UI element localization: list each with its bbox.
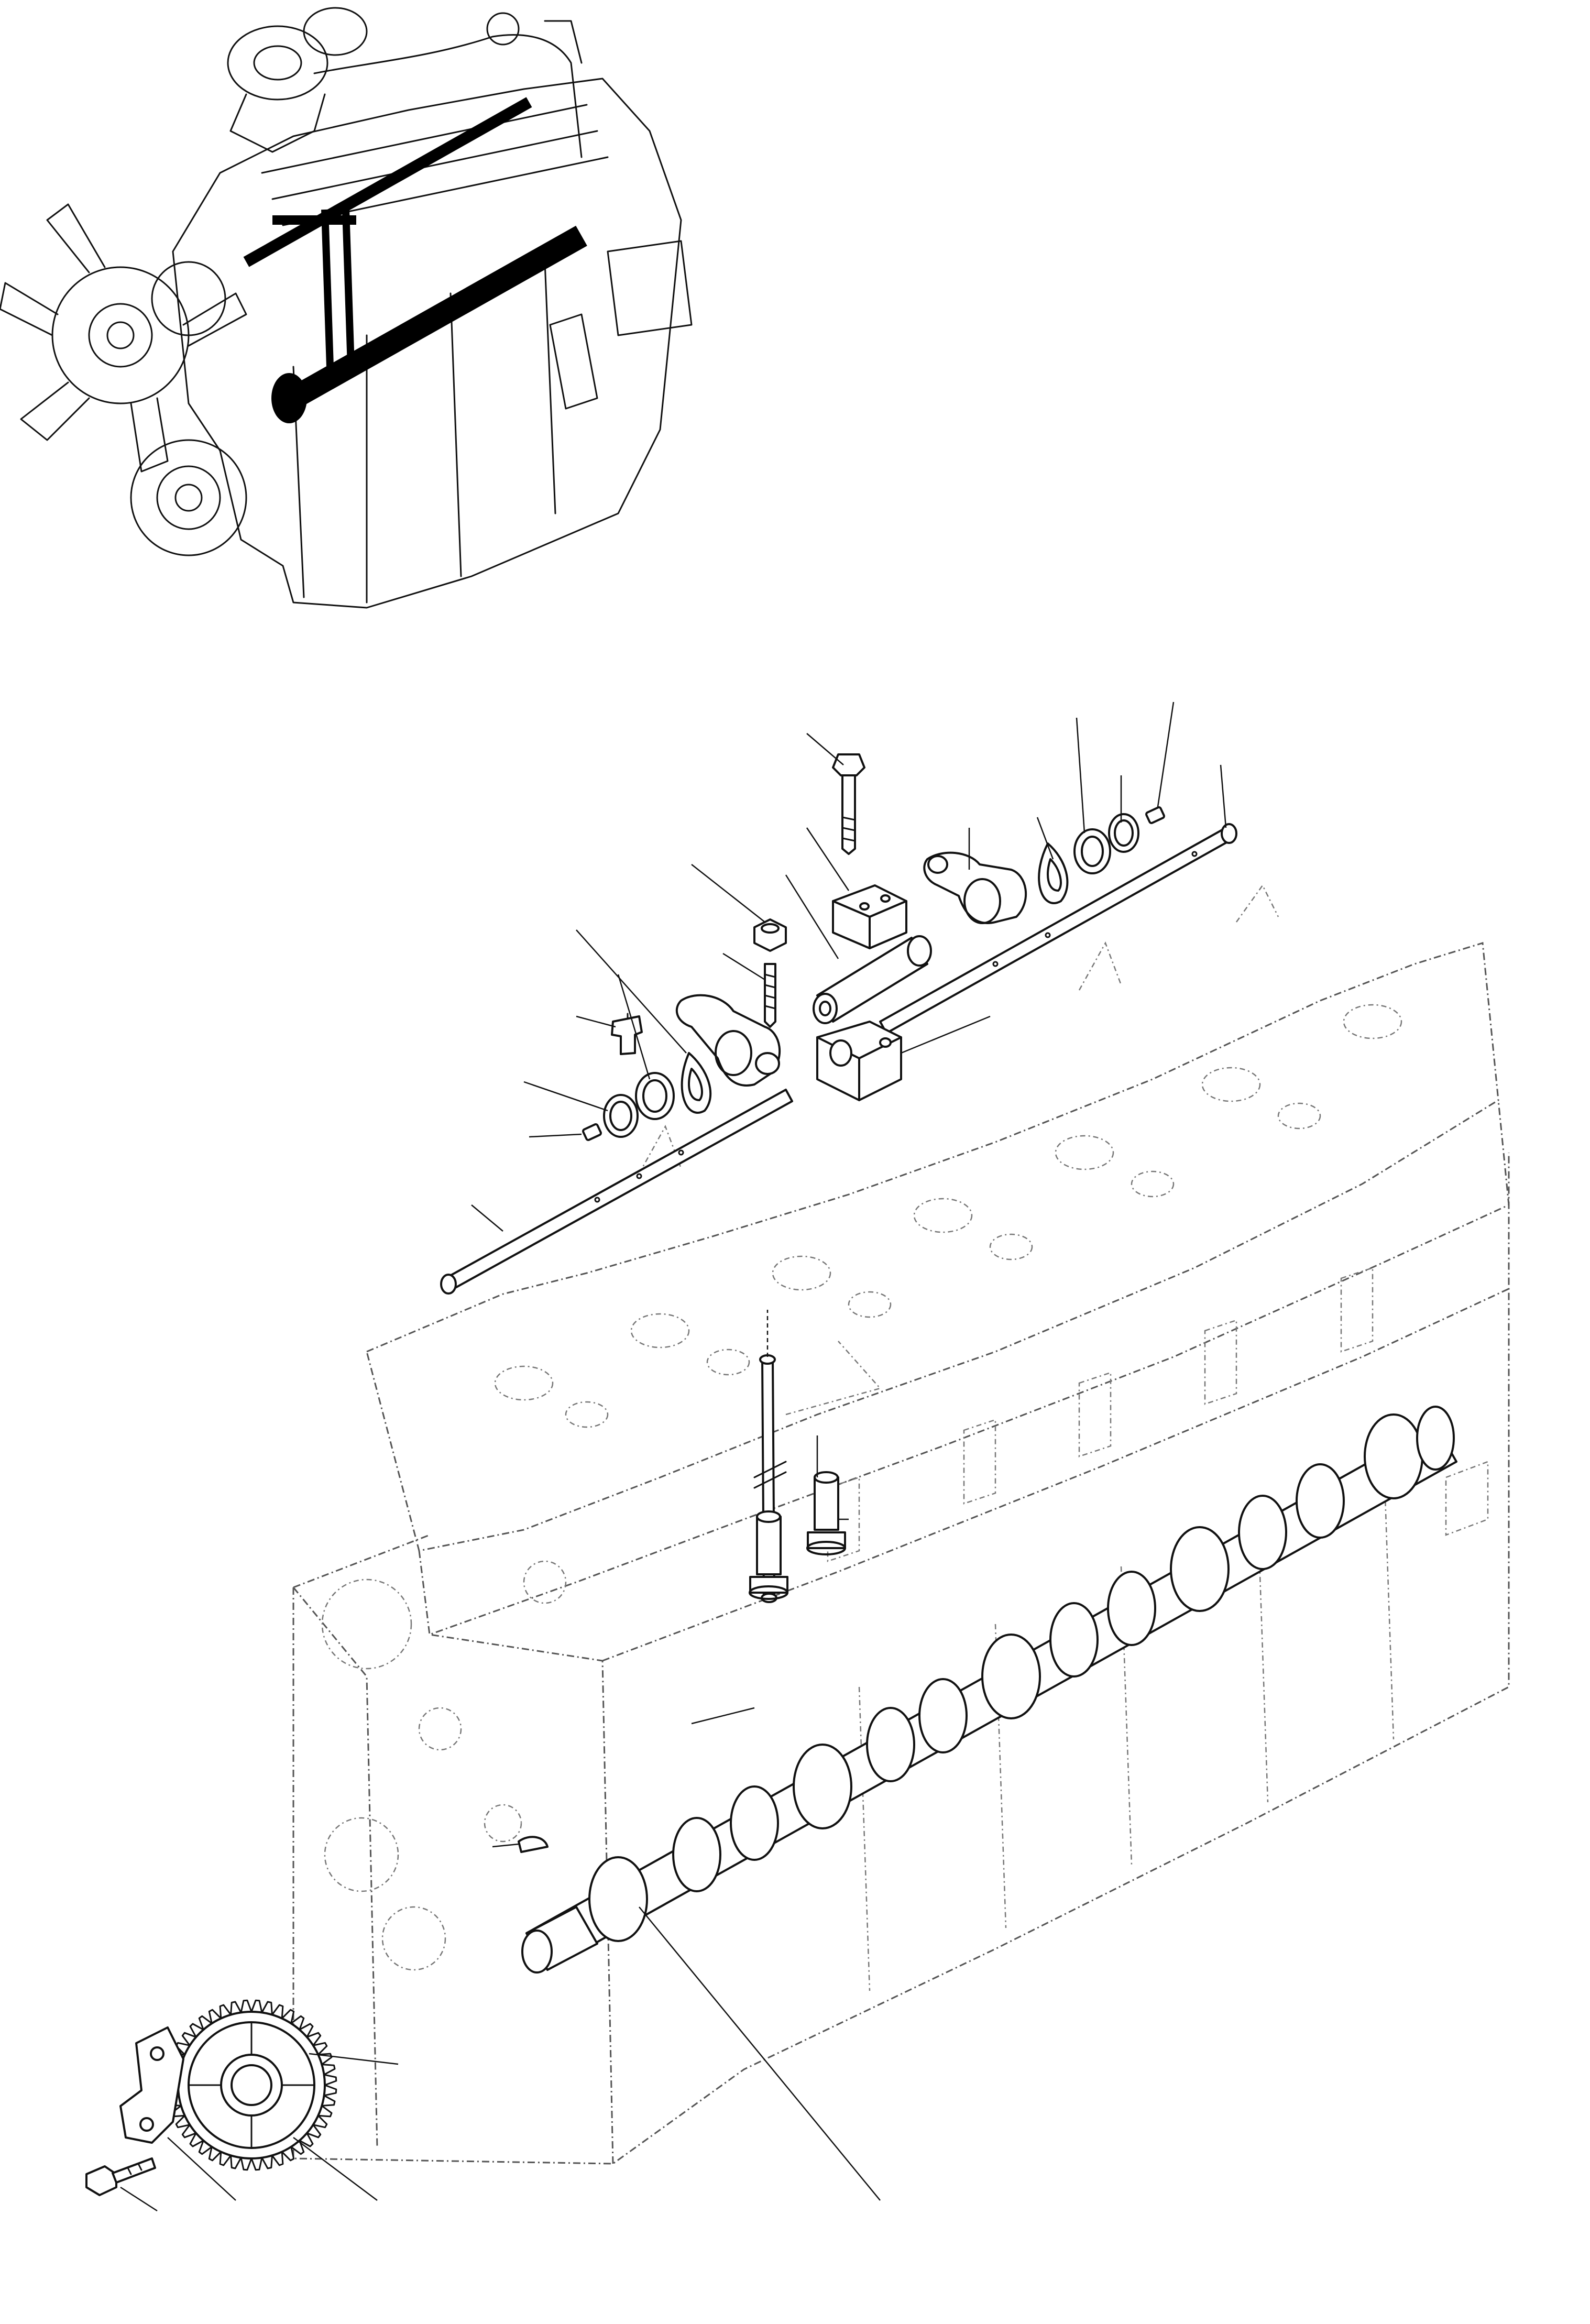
cylinder-head-ghost: [366, 884, 1510, 1636]
engine-overview-inset: [0, 7, 693, 609]
highlight-bars: [243, 97, 587, 423]
rocker-shaft-front: [440, 1089, 793, 1295]
rocker-assembly: [440, 753, 1237, 1295]
rocker-bolt: [832, 753, 865, 855]
rocker-bracket-upper: [832, 884, 907, 949]
adjusting-screw: [764, 963, 776, 1028]
snap-ring-front: [603, 1094, 639, 1138]
woodruff-key: [518, 1836, 549, 1853]
gear-bolt: [85, 2157, 156, 2196]
valve-bridge: [611, 1013, 643, 1055]
adjusting-nut: [753, 918, 787, 952]
head-ports: [494, 1004, 1402, 1428]
cylinder-block-ghost: [292, 1153, 1510, 2165]
thrust-washer-rear: [1073, 828, 1111, 874]
thrust-washer-front: [635, 1072, 675, 1120]
rocker-bracket-lower: [816, 1021, 902, 1101]
thrust-plate: [119, 2026, 184, 2144]
camshaft: [521, 1406, 1457, 1974]
callout-leaders: [120, 701, 1227, 2212]
tappet-left: [749, 1510, 788, 1600]
rocker-spacer-pin: [813, 935, 932, 1024]
fan-icon: [0, 203, 247, 473]
rocker-arm-front: [675, 994, 781, 1087]
camshaft-gear: [166, 1999, 337, 2171]
tappet-right: [806, 1471, 846, 1555]
cam-lobes: [588, 1406, 1455, 1942]
spring-washer-front: [681, 1052, 712, 1114]
spring-washer-rear: [1038, 842, 1069, 904]
plug-rear: [1145, 806, 1165, 824]
rocker-arm-rear: [923, 851, 1027, 924]
break-marks: [753, 1341, 882, 1489]
snap-ring-rear: [1108, 813, 1139, 853]
plug-front: [582, 1123, 602, 1141]
